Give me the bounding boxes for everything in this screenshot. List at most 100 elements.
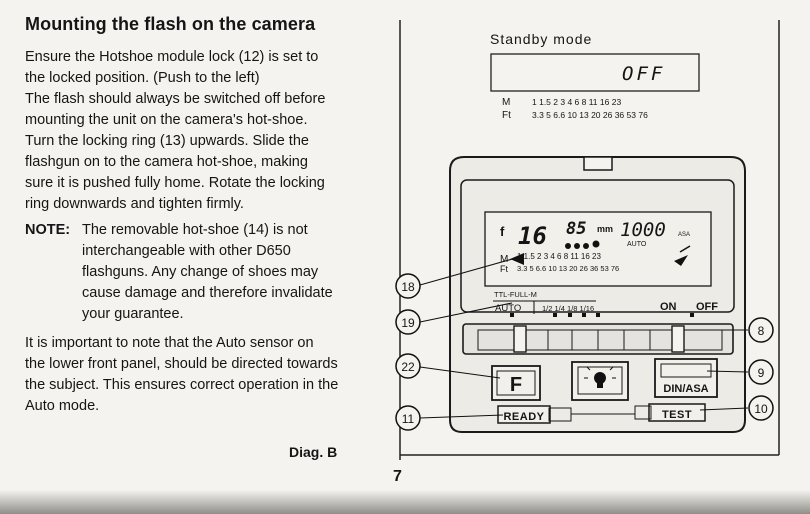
mode-auto-label: AUTO [495, 303, 521, 314]
standby-ft-scale: 3.3 5 6.6 10 13 20 26 36 53 76 [532, 110, 648, 120]
lcd-dot [592, 240, 600, 248]
light-button-inner [577, 366, 623, 395]
leader-line [419, 302, 513, 323]
lcd-range-tick [679, 245, 691, 253]
text-line: ring downwards and tighten firmly. [25, 196, 244, 212]
switch-on-label: ON [660, 301, 677, 313]
note-line: flashguns. Any change of shoes may [82, 264, 319, 280]
page-number: 7 [393, 468, 402, 485]
din-asa-button-inner [660, 363, 712, 378]
lcd-m-scale: 1 1.5 2 3 4 6 8 11 16 23 [517, 252, 601, 261]
lcd-auto-indicator: AUTO [627, 241, 647, 248]
test-lamp [634, 405, 652, 420]
power-ratio-labels: 1/2 1/4 1/8 1/16 [542, 304, 594, 313]
lcd-mm-unit: mm [597, 224, 613, 234]
diagram-caption: Diag. B [289, 444, 338, 460]
mode-marker [568, 313, 572, 317]
standby-ft-label: Ft [502, 110, 511, 121]
mode-slider-knob[interactable] [513, 325, 527, 353]
text-line: The flash should always be switched off … [25, 91, 326, 107]
callout-11-label: 11 [402, 412, 415, 426]
din-asa-button[interactable] [654, 358, 718, 398]
note-line: The removable hot-shoe (14) is not [82, 222, 308, 238]
text-line: Ensure the Hotshoe module lock (12) is s… [25, 49, 319, 65]
ready-indicator [497, 405, 551, 424]
callout-11: 11 [395, 405, 421, 431]
text-line: Auto mode. [25, 398, 100, 414]
panel-top-notch [583, 156, 613, 171]
lightbulb-icon [594, 372, 606, 384]
callout-19-label: 19 [401, 316, 415, 330]
text-line: flashgun on to the camera hot-shoe, maki… [25, 154, 308, 170]
callout-18-label: 18 [401, 280, 415, 294]
callout-9-label: 9 [758, 366, 765, 380]
power-switch-knob[interactable] [671, 325, 685, 353]
lightbulb-icon-base [597, 383, 603, 388]
mode-slider-inner [477, 329, 723, 351]
callout-10-label: 10 [754, 402, 768, 416]
text-line: sure it is pushed fully home. Rotate the… [25, 175, 325, 191]
switch-marker [690, 313, 694, 317]
lightbulb-ray [609, 366, 614, 371]
leader-line [699, 407, 749, 411]
lcd-aperture-readout: 16 [518, 222, 547, 250]
lcd-bezel [460, 179, 735, 313]
callout-18: 18 [395, 273, 421, 299]
lcd-dot [583, 243, 589, 249]
lcd-iso-readout: 1000 [620, 219, 666, 241]
text-line: the locked position. (Push to the left) [25, 70, 260, 86]
lcd-ft-scale: 3.3 5 6.6 10 13 20 26 36 53 76 [517, 264, 619, 273]
mode-marker [510, 313, 514, 317]
lcd-range-arrow-left [510, 253, 524, 265]
lcd-dot [565, 243, 571, 249]
leader-line [419, 366, 501, 379]
callout-8: 8 [748, 317, 774, 343]
callout-19: 19 [395, 309, 421, 335]
callout-8-label: 8 [758, 324, 765, 338]
text-line: Turn the locking ring (13) upwards. Slid… [25, 133, 309, 149]
text-line: the subject. This ensures correct operat… [25, 377, 339, 393]
din-asa-label: DIN/ASA [663, 383, 708, 395]
leader-line [419, 257, 517, 286]
note-line: interchangeable with other D650 [82, 243, 291, 259]
standby-m-scale: 1 1.5 2 3 4 6 8 11 16 23 [532, 97, 621, 107]
lcd-ft-label: Ft [500, 264, 508, 274]
section-heading: Mounting the flash on the camera [25, 14, 316, 34]
text-line: the lower front panel, should be directe… [25, 356, 338, 372]
text-line: mounting the unit on the camera's hot-sh… [25, 112, 308, 128]
mode-marker [553, 313, 557, 317]
ready-label: READY [503, 411, 544, 423]
callout-22: 22 [395, 353, 421, 379]
mode-marker [582, 313, 586, 317]
callout-9: 9 [748, 359, 774, 385]
standby-display [490, 53, 700, 92]
note-label: NOTE: [25, 222, 71, 238]
standby-off-readout: OFF [622, 63, 665, 85]
lcd-f-label: f [500, 224, 505, 239]
lcd-m-label: M [500, 254, 508, 265]
lcd-asa-unit: ASA [678, 232, 690, 238]
callout-22-label: 22 [401, 360, 415, 374]
lcd-dot [574, 243, 580, 249]
f-button-inner [496, 370, 536, 396]
note-line: cause damage and therefore invalidate [82, 285, 333, 301]
leader-line [706, 370, 749, 373]
f-button-label: F [510, 374, 522, 396]
text-line: It is important to note that the Auto se… [25, 335, 314, 351]
mode-marker [596, 313, 600, 317]
test-label: TEST [662, 409, 692, 421]
switch-off-label: OFF [696, 301, 718, 313]
leader-line [419, 414, 504, 419]
mode-ttl-label: TTL-FULL-M [494, 290, 537, 299]
lcd-range-arrow-right [674, 255, 688, 266]
lcd-focal-readout: 85 [566, 219, 586, 239]
test-button[interactable] [648, 403, 706, 422]
page-edge-shadow [0, 490, 810, 514]
f-button[interactable] [491, 365, 541, 401]
lcd-screen [484, 211, 712, 287]
lightbulb-ray [586, 366, 591, 371]
note-line: your guarantee. [82, 306, 184, 322]
standby-m-label: M [502, 97, 510, 108]
